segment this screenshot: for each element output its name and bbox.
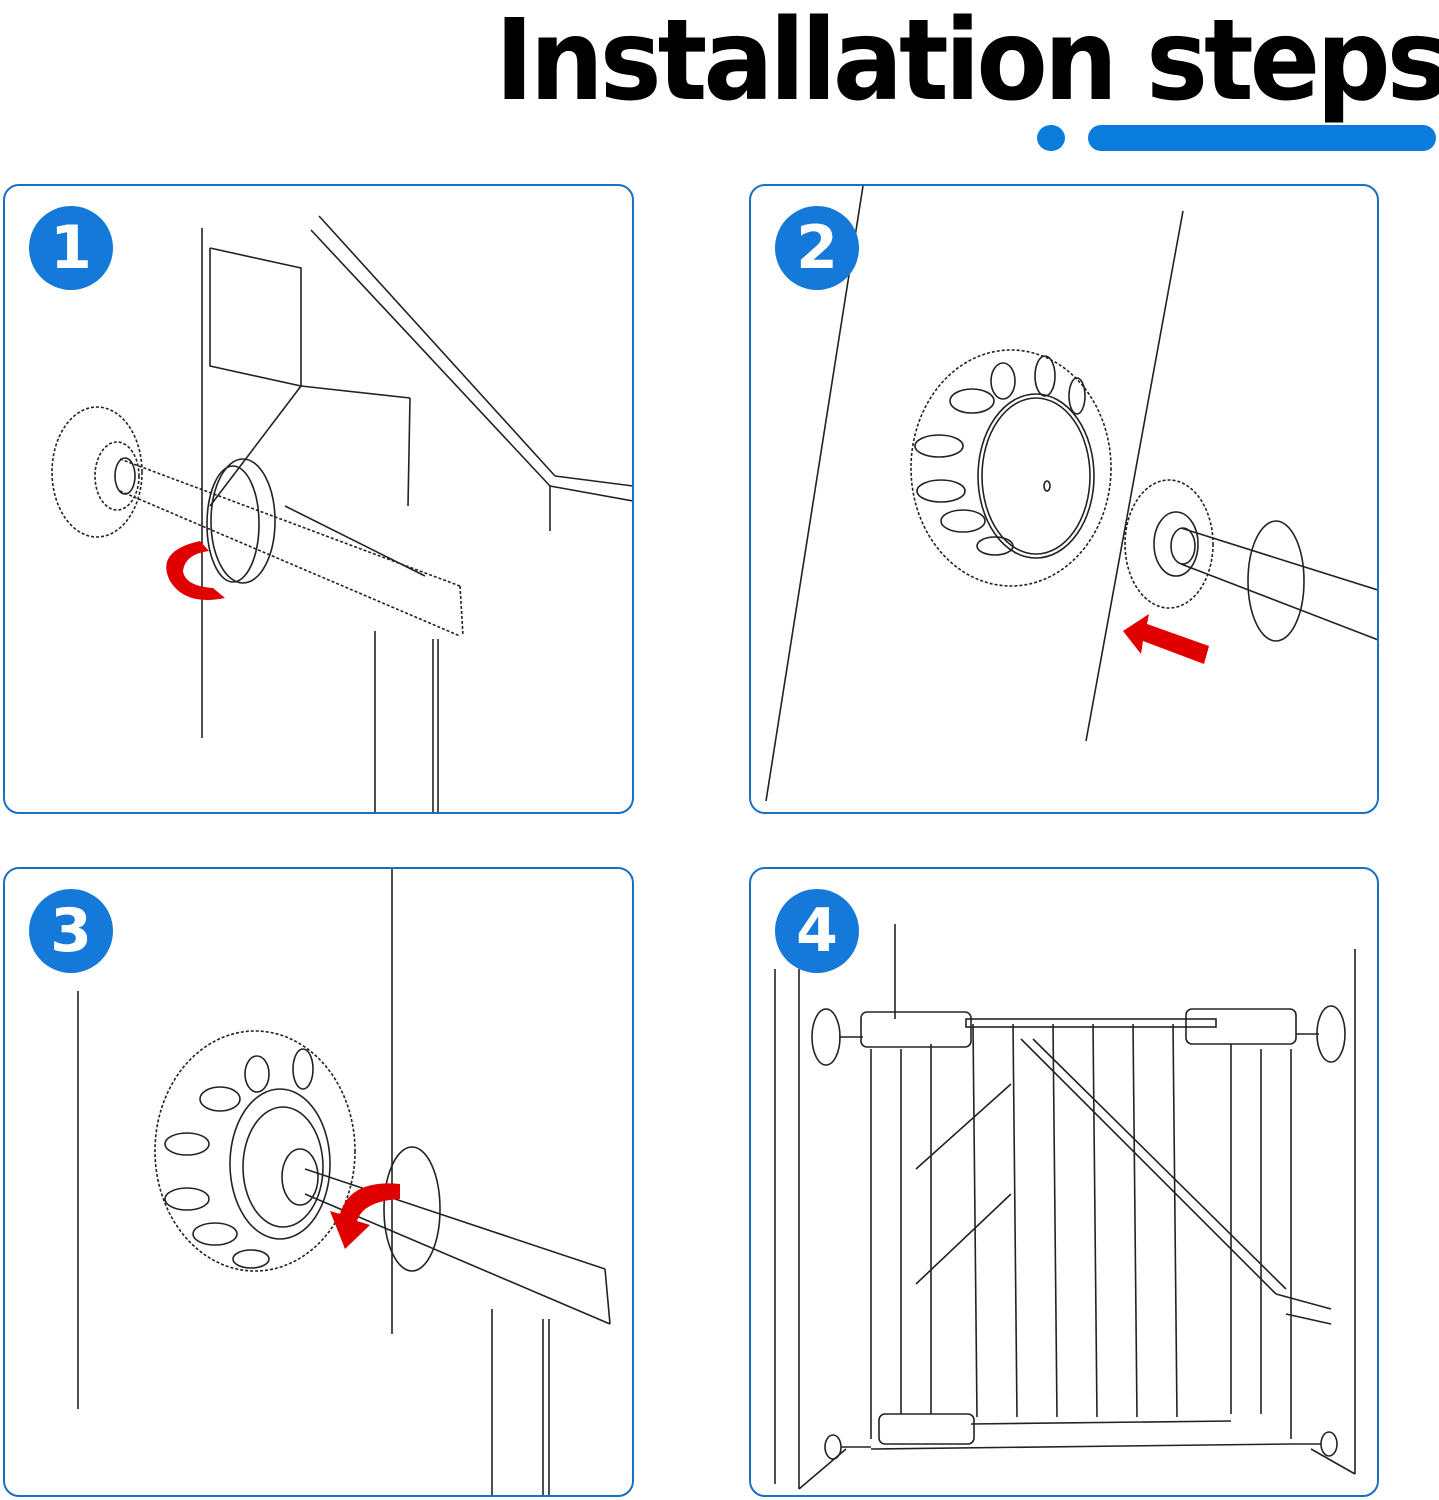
step-1-illustration xyxy=(51,215,632,812)
step-panel-1: 1 xyxy=(3,184,634,814)
step-badge-4: 4 xyxy=(775,889,859,973)
step-panel-2: 2 xyxy=(749,184,1379,814)
step-badge-3: 3 xyxy=(29,889,113,973)
title-accent-dot xyxy=(1037,125,1065,151)
page-title: Installation steps xyxy=(495,0,1439,126)
step-4-illustration xyxy=(774,924,1356,1490)
step-panel-3: 3 xyxy=(3,867,634,1497)
step-badge-1: 1 xyxy=(29,206,113,290)
step-panel-4: 4 xyxy=(749,867,1379,1497)
step-3-illustration xyxy=(77,869,611,1495)
step-badge-2: 2 xyxy=(775,206,859,290)
title-accent-bar xyxy=(1088,125,1436,151)
step-2-illustration xyxy=(765,186,1377,802)
